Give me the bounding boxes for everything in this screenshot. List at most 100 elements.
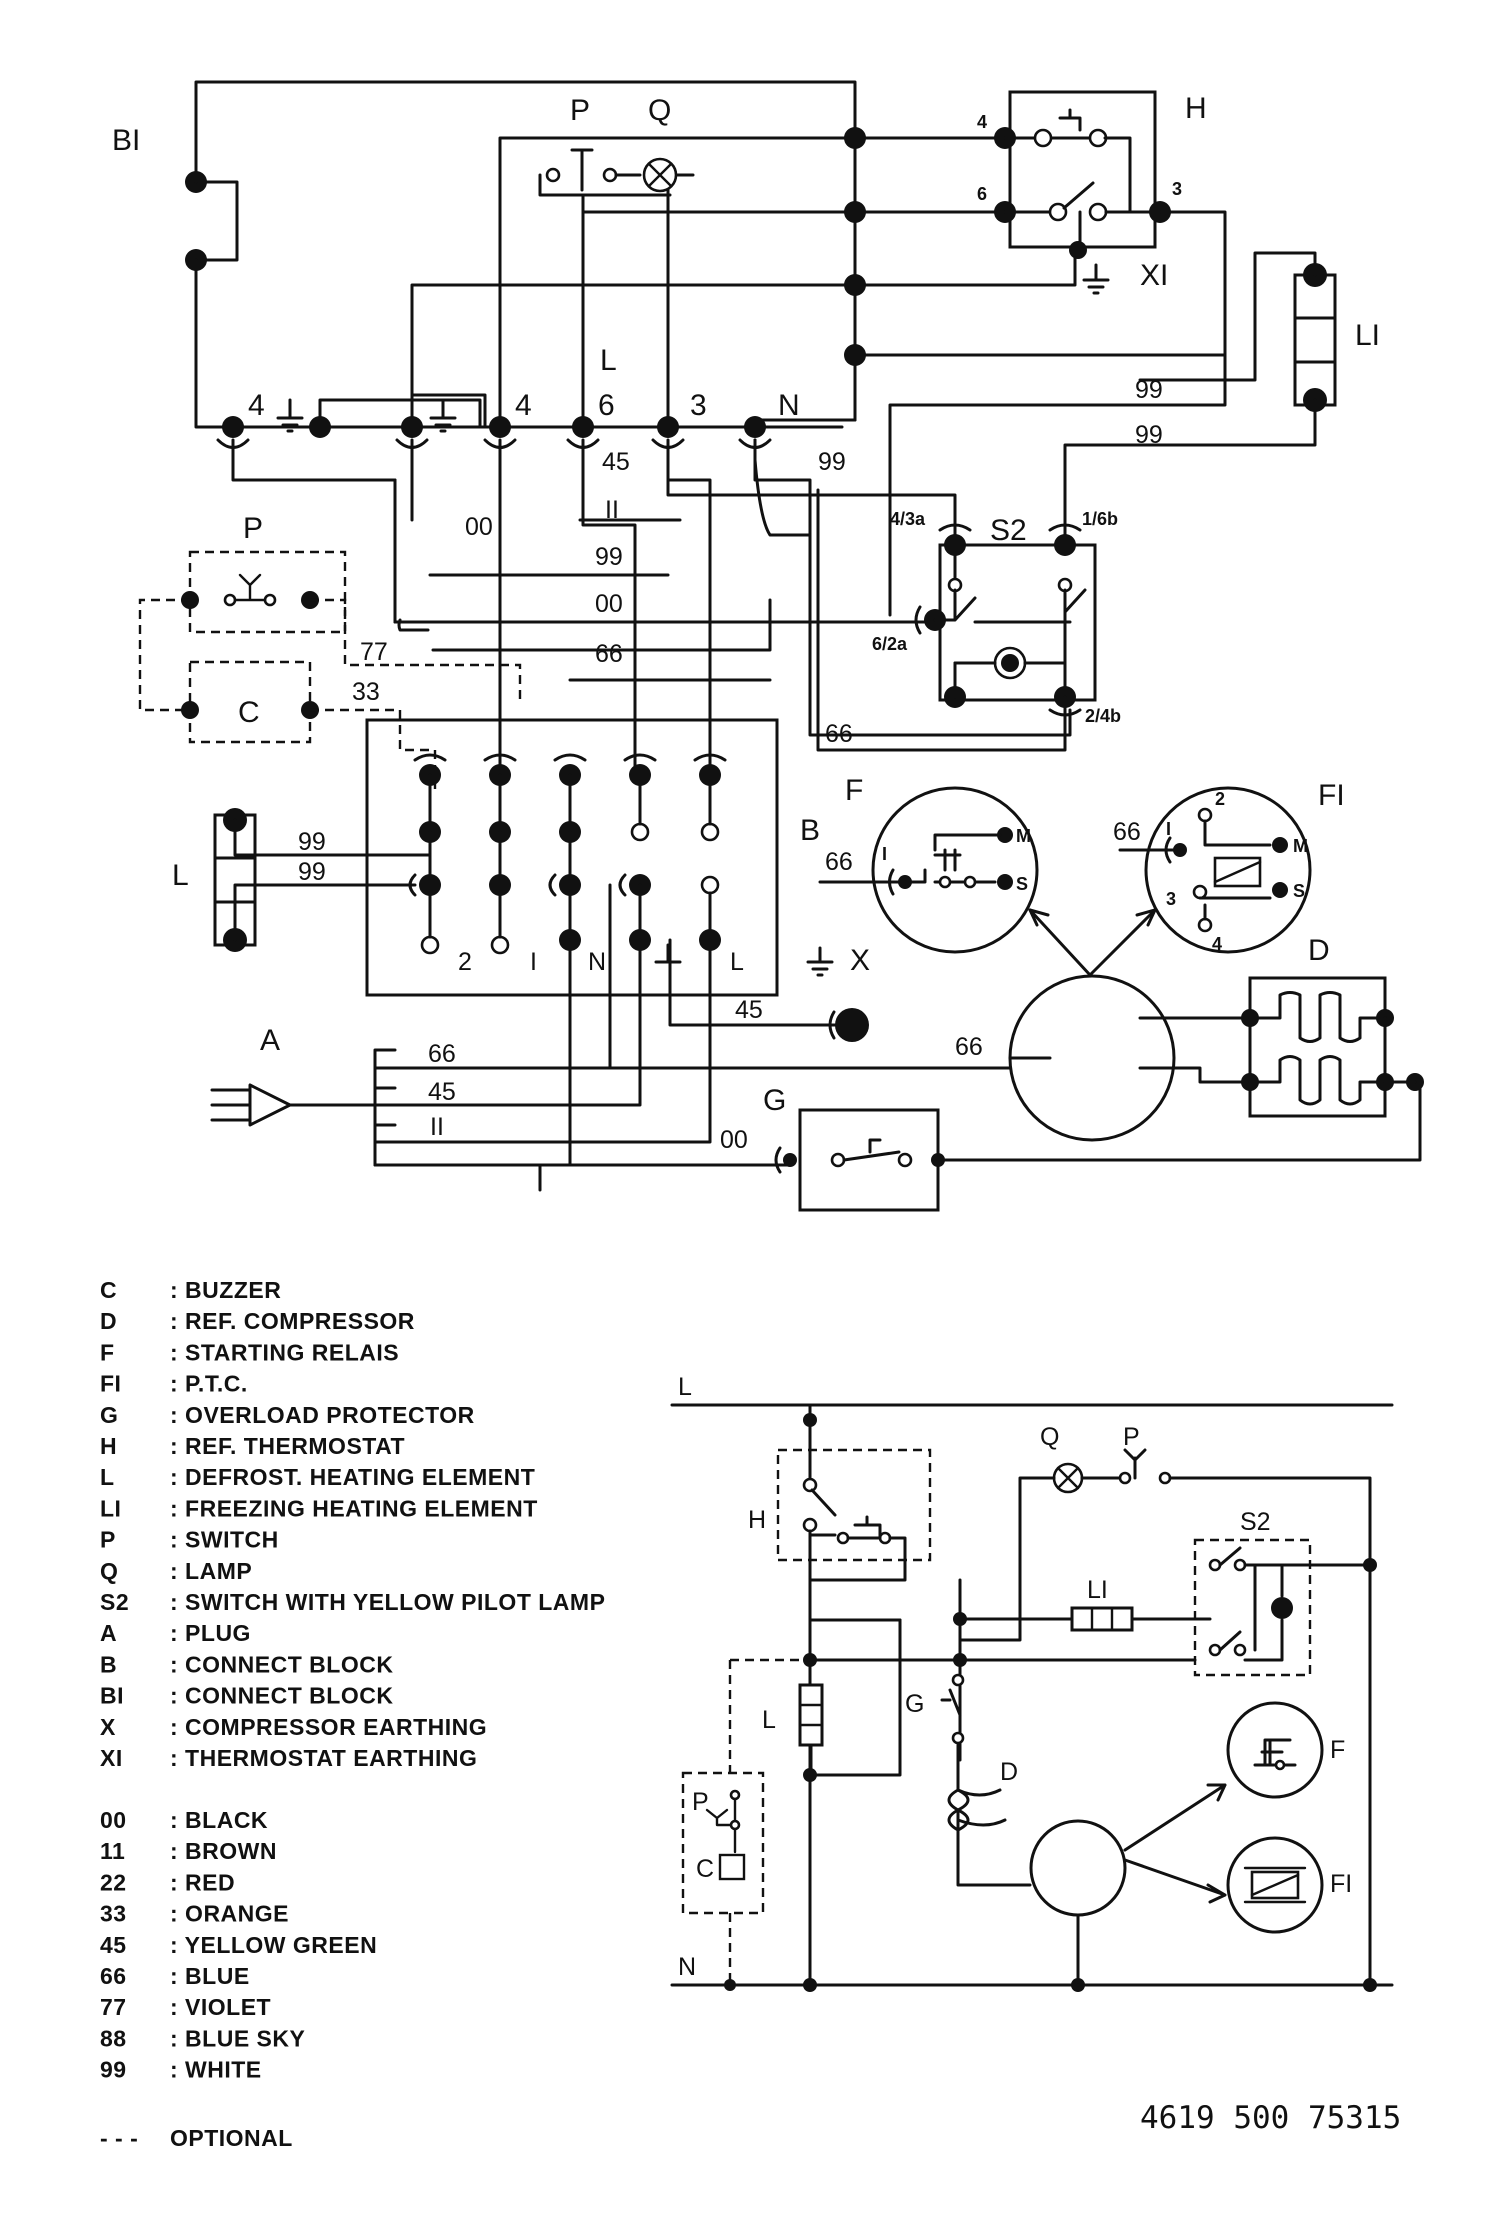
legend-component-desc-1: : REF. COMPRESSOR	[170, 1308, 415, 1334]
legend-color-desc-6: : VIOLET	[170, 1994, 271, 2020]
starting-relay-f: F I M S 66	[818, 774, 1039, 954]
legend-optional-code-0: - - -	[100, 2125, 138, 2151]
label-s2-4-3a: 4/3a	[890, 509, 926, 529]
schem-label-c: C	[696, 1855, 714, 1883]
legend-component-desc-10: : SWITCH WITH YELLOW PILOT LAMP	[170, 1589, 605, 1615]
label-relay-i: I	[882, 844, 887, 864]
label-s2: S2	[990, 514, 1027, 547]
legend-color-desc-7: : BLUE SKY	[170, 2025, 305, 2051]
label-p-top: P	[570, 94, 590, 127]
label-ptc-s: S	[1293, 881, 1305, 901]
legend-color-desc-2: : RED	[170, 1869, 235, 1895]
bus-nodes	[844, 127, 866, 366]
legend-component-desc-2: : STARTING RELAIS	[170, 1339, 399, 1365]
label-block-b-2: 2	[458, 948, 472, 976]
legend-color-code-5: 66	[100, 1963, 127, 1989]
connect-block-b	[365, 718, 779, 997]
defrost-heater-l: L 99 99	[172, 808, 432, 952]
schem-label-d: D	[1000, 1758, 1018, 1786]
compressor-d: D	[1008, 908, 1424, 1142]
wire-code-45a: 45	[602, 448, 630, 476]
wire-code-99f: 99	[298, 858, 326, 886]
legend-color-desc-0: : BLACK	[170, 1807, 268, 1833]
ptc-fi: FI I 2 3 4 M S 66	[1113, 779, 1345, 954]
wire-code-11a: II	[605, 496, 619, 524]
legend-component-code-4: G	[100, 1402, 118, 1428]
label-s2-2-4b: 2/4b	[1085, 706, 1121, 726]
schem-label-p-opt: P	[692, 1788, 709, 1816]
wire-code-00c: 00	[720, 1126, 748, 1154]
wire-code-77: 77	[360, 638, 388, 666]
label-l-heater: L	[172, 859, 189, 892]
legend-component-code-7: LI	[100, 1495, 121, 1521]
wire-code-66a: 66	[595, 640, 623, 668]
schem-label-fi: FI	[1330, 1870, 1352, 1898]
legend-component-code-9: Q	[100, 1558, 118, 1584]
legend-component-desc-8: : SWITCH	[170, 1527, 279, 1553]
legend-component-desc-7: : FREEZING HEATING ELEMENT	[170, 1495, 538, 1521]
label-relay-m: M	[1016, 826, 1031, 846]
label-p-opt: P	[243, 512, 263, 545]
plug-a: A	[210, 1024, 397, 1167]
label-relay-s: S	[1016, 874, 1028, 894]
legend-color-code-0: 00	[100, 1807, 127, 1833]
legend-color-code-3: 33	[100, 1901, 127, 1927]
legend-color-code-1: 11	[100, 1838, 125, 1864]
switch-s2: S2 4/3a 1/6b 6/2a 2/4b 66	[816, 488, 1121, 752]
legend-component-desc-15: : THERMOSTAT EARTHING	[170, 1745, 477, 1771]
label-li: LI	[1355, 319, 1380, 352]
wire-code-66d: 66	[955, 1033, 983, 1061]
legend-color-desc-5: : BLUE	[170, 1963, 250, 1989]
lamp-q-top: Q	[642, 94, 678, 193]
legend-component-desc-0: : BUZZER	[170, 1277, 281, 1303]
label-block-top-5: N	[778, 389, 800, 422]
switch-p-top: P	[545, 94, 642, 192]
legend-component-code-5: H	[100, 1433, 117, 1459]
label-h: H	[1185, 92, 1207, 125]
label-q-top: Q	[648, 94, 671, 127]
legend-component-code-10: S2	[100, 1589, 129, 1615]
optional-switch-p: P	[138, 512, 522, 712]
freezing-heater-li: LI 99 99	[888, 251, 1380, 617]
label-g: G	[763, 1084, 786, 1117]
schem-label-g: G	[905, 1690, 924, 1718]
legend-color-code-7: 88	[100, 2025, 127, 2051]
legend-color-code-2: 22	[100, 1869, 127, 1895]
label-block-top-1: 4	[248, 389, 265, 422]
label-bi: BI	[112, 124, 140, 157]
wire-code-66e: 66	[825, 848, 853, 876]
legend-component-code-0: C	[100, 1277, 117, 1303]
label-h-pin4: 4	[977, 112, 987, 132]
label-block-top-4: 3	[690, 389, 707, 422]
label-d: D	[1308, 934, 1330, 967]
wire-code-66b: 66	[825, 720, 853, 748]
label-fi: FI	[1318, 779, 1345, 812]
wire-code-99e: 99	[298, 828, 326, 856]
compressor-earth-x: X	[806, 944, 870, 1042]
wire-code-99a: 99	[1135, 376, 1163, 404]
wire-code-11b: II	[430, 1113, 444, 1141]
label-block-top-2: 4	[515, 389, 532, 422]
label-s2-1-6b: 1/6b	[1082, 509, 1118, 529]
legend-component-code-6: L	[100, 1464, 115, 1490]
label-f: F	[845, 774, 863, 807]
top-terminal-block: 4 4 6 3 N L	[216, 344, 844, 449]
schem-label-p: P	[1123, 1423, 1140, 1451]
label-ptc-3: 3	[1166, 889, 1176, 909]
legend-component-code-15: XI	[100, 1745, 123, 1771]
label-block-top-3: 6	[598, 389, 615, 422]
label-h-pin3: 3	[1172, 179, 1182, 199]
wire-code-45b: 45	[428, 1078, 456, 1106]
wire-code-45c: 45	[735, 996, 763, 1024]
wire-code-00a: 00	[465, 513, 493, 541]
label-s2-6-2a: 6/2a	[872, 634, 908, 654]
wire-code-99b: 99	[1135, 421, 1163, 449]
label-x: X	[850, 944, 870, 977]
label-block-b-l: L	[730, 948, 744, 976]
label-block-b-n: N	[588, 948, 606, 976]
legend-component-code-1: D	[100, 1308, 117, 1334]
legend-color-code-4: 45	[100, 1932, 127, 1958]
bi-connect-block: BI	[112, 124, 239, 271]
schem-label-li: LI	[1087, 1576, 1108, 1604]
